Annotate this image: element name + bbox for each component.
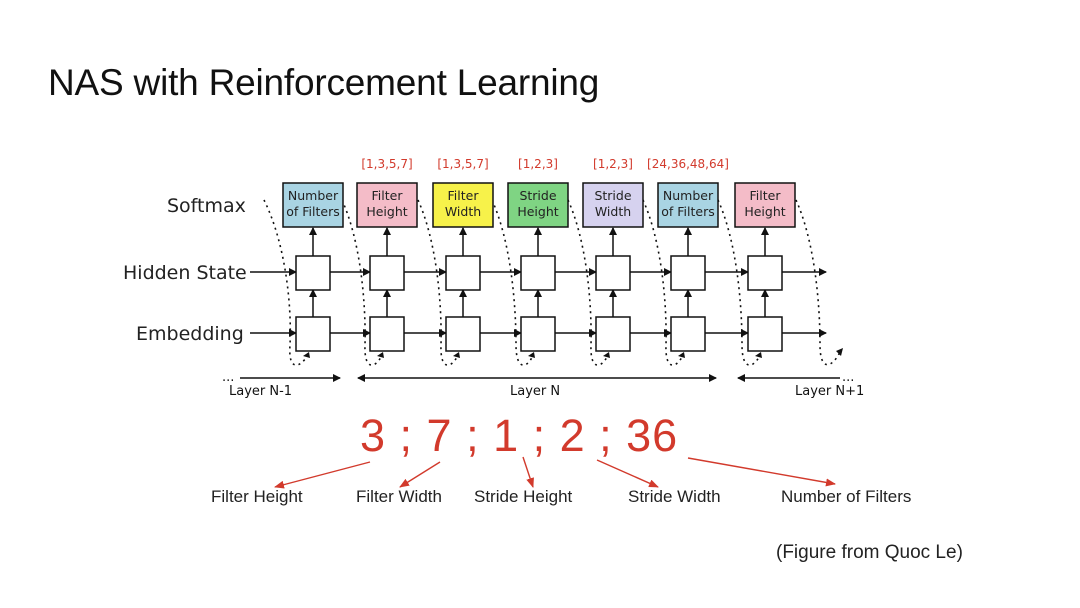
param-label-filter-height: Filter Height bbox=[211, 487, 303, 506]
softmax-range-label: [1,2,3] bbox=[518, 157, 558, 171]
softmax-box-rect bbox=[432, 182, 494, 228]
layer-prev-label: Layer N-1 bbox=[229, 384, 292, 399]
hidden-cell bbox=[369, 255, 405, 291]
feedback-arrowheads bbox=[303, 348, 843, 358]
softmax-box-label: Height bbox=[517, 204, 558, 219]
embedding-cell bbox=[295, 316, 331, 352]
softmax-box-rect bbox=[507, 182, 569, 228]
row-label-softmax: Softmax bbox=[167, 195, 246, 217]
hidden-cell bbox=[670, 255, 706, 291]
hidden-cell bbox=[445, 255, 481, 291]
softmax-box-label: Stride bbox=[594, 188, 631, 203]
slide-title: NAS with Reinforcement Learning bbox=[48, 62, 600, 103]
param-label-number-of-filters: Number of Filters bbox=[781, 487, 912, 506]
param-label-filter-width: Filter Width bbox=[356, 487, 442, 506]
softmax-box-label: Filter bbox=[372, 188, 404, 203]
row-label-hidden-state: Hidden State bbox=[123, 262, 247, 284]
softmax-box-label: Stride bbox=[519, 188, 556, 203]
softmax-box-label: Filter bbox=[448, 188, 480, 203]
hidden-cell bbox=[595, 255, 631, 291]
softmax-range-label: [24,36,48,64] bbox=[647, 157, 729, 171]
param-label-stride-height: Stride Height bbox=[474, 487, 573, 506]
row-label-embedding: Embedding bbox=[136, 323, 244, 345]
embedding-cell bbox=[520, 316, 556, 352]
layer-next-ellipsis: ... bbox=[842, 370, 854, 385]
embedding-cell bbox=[369, 316, 405, 352]
softmax-range-label: [1,3,5,7] bbox=[437, 157, 488, 171]
hidden-cell bbox=[295, 255, 331, 291]
embedding-cell bbox=[595, 316, 631, 352]
layer-next-label: Layer N+1 bbox=[795, 384, 864, 399]
softmax-box-label: of Filters bbox=[286, 204, 340, 219]
softmax-range-label: [1,3,5,7] bbox=[361, 157, 412, 171]
softmax-box-label: Number bbox=[663, 188, 714, 203]
softmax-box-label: Height bbox=[366, 204, 407, 219]
param-label-stride-width: Stride Width bbox=[628, 487, 721, 506]
softmax-box-rect bbox=[356, 182, 418, 228]
softmax-box-label: Height bbox=[744, 204, 785, 219]
layer-current-label: Layer N bbox=[510, 384, 560, 399]
softmax-box-label: Width bbox=[445, 204, 481, 219]
softmax-box-rect bbox=[282, 182, 344, 228]
mapping-arrows bbox=[274, 456, 836, 489]
softmax-box-label: Number bbox=[288, 188, 339, 203]
softmax-box-label: Width bbox=[595, 204, 631, 219]
hidden-cell bbox=[520, 255, 556, 291]
vertical-connectors bbox=[309, 227, 769, 317]
softmax-box-label: of Filters bbox=[661, 204, 715, 219]
softmax-box-rect bbox=[657, 182, 719, 228]
embedding-cell bbox=[747, 316, 783, 352]
embedding-cells bbox=[295, 316, 783, 352]
embedding-cell bbox=[445, 316, 481, 352]
softmax-box-rect bbox=[582, 182, 644, 228]
softmax-box-label: Filter bbox=[750, 188, 782, 203]
feedback-dotted-curves bbox=[263, 199, 841, 366]
layer-prev-ellipsis: ... bbox=[222, 370, 234, 385]
softmax-box-rect bbox=[734, 182, 796, 228]
hidden-cells bbox=[295, 255, 783, 291]
figure-caption: (Figure from Quoc Le) bbox=[776, 542, 963, 563]
sampled-sequence: 3 ; 7 ; 1 ; 2 ; 36 bbox=[360, 410, 679, 461]
hidden-cell bbox=[747, 255, 783, 291]
embedding-cell bbox=[670, 316, 706, 352]
softmax-range-label: [1,2,3] bbox=[593, 157, 633, 171]
